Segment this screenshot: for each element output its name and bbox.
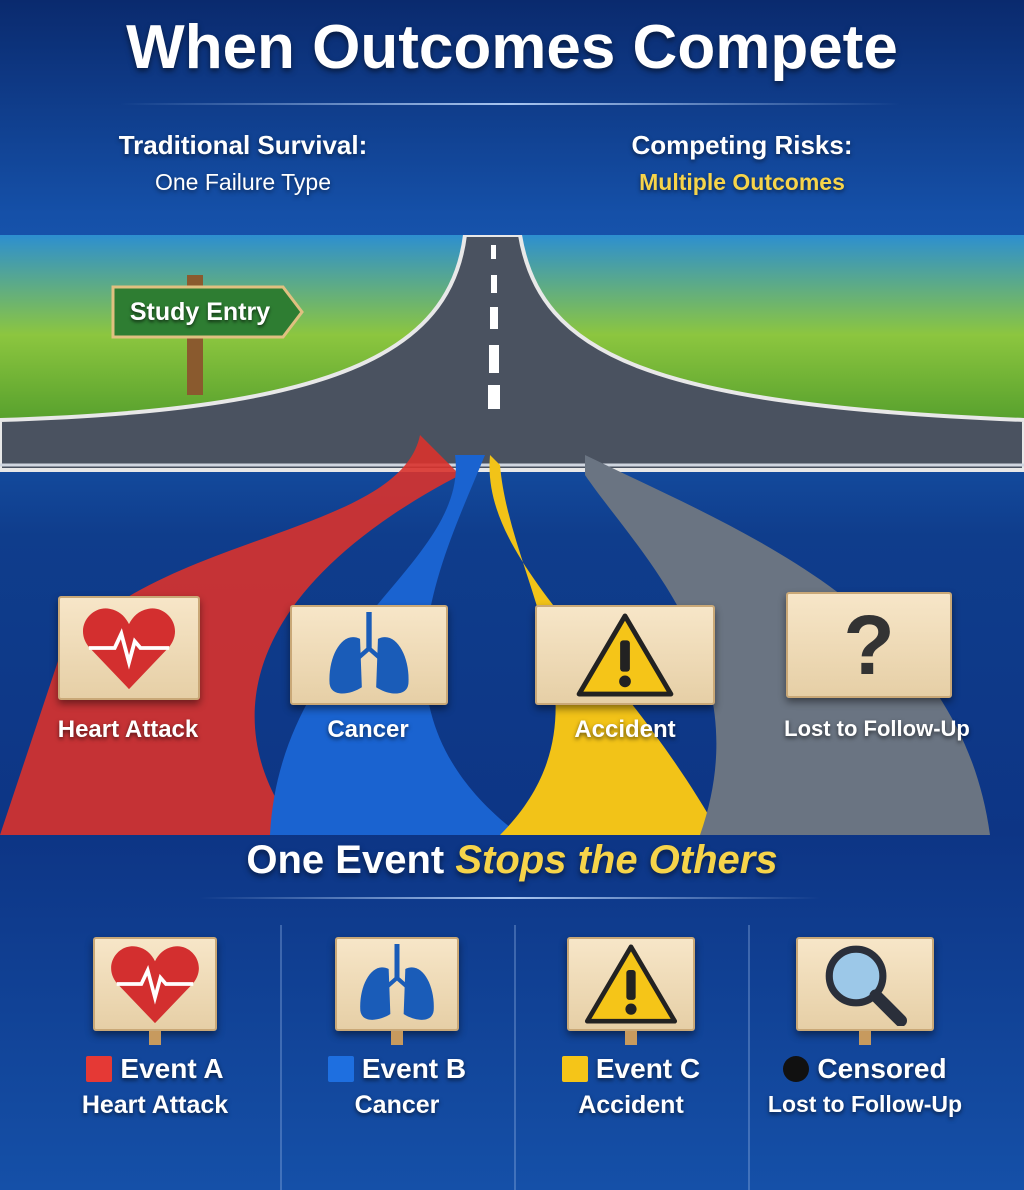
road-sign-label: Heart Attack (57, 716, 199, 743)
road-sign-label: Lost to Follow-Up (784, 716, 970, 741)
event-desc: Cancer (354, 1091, 440, 1119)
warning-icon (535, 605, 715, 705)
competing-risks-caption: Competing Risks: Multiple Outcomes (592, 130, 892, 196)
censored-dot (783, 1056, 810, 1082)
event-name: Event C (595, 1053, 701, 1084)
event-card-a: Event A Heart Attack (38, 925, 272, 1190)
headline-part1: One Event (246, 838, 445, 882)
event-card-censored: Censored Lost to Follow-Up (748, 925, 982, 1190)
headline: One Event Stops the Others (0, 838, 1024, 883)
road-sign-label: Cancer (327, 716, 409, 743)
heart-pulse-icon (93, 937, 217, 1031)
event-card-b: Event B Cancer (280, 925, 514, 1190)
event-desc: Lost to Follow-Up (767, 1091, 963, 1117)
sign-post (859, 1031, 871, 1045)
event-a-swatch (86, 1056, 113, 1082)
road-sign-heart-attack (58, 596, 200, 700)
heart-pulse-icon (58, 596, 200, 700)
column-separator (280, 925, 282, 1190)
event-c-swatch (561, 1056, 588, 1082)
road-sign-accident (535, 605, 715, 705)
warning-icon (567, 937, 695, 1031)
page-title: When Outcomes Compete (126, 13, 898, 82)
lungs-icon (335, 937, 459, 1031)
magnifier-icon (796, 937, 934, 1031)
road-sign-cancer (290, 605, 448, 705)
question-mark-icon: ? (786, 592, 952, 698)
event-name: Event B (361, 1053, 467, 1084)
sign-post (149, 1031, 161, 1045)
caption-heading: Competing Risks: (631, 130, 853, 160)
column-separator (748, 925, 750, 1190)
study-entry-signpost (111, 275, 304, 395)
main-road (0, 235, 1024, 472)
red-path (0, 435, 460, 835)
road-sign-lost-to-follow-up: ? (786, 592, 952, 698)
study-entry-sign-label: Study Entry (129, 298, 271, 326)
event-name: Event A (120, 1053, 224, 1084)
event-desc: Heart Attack (81, 1091, 229, 1119)
road-sign-label: Accident (574, 716, 676, 743)
lungs-icon (290, 605, 448, 705)
divider (200, 897, 820, 899)
headline-part2: Stops the Others (455, 838, 778, 882)
caption-heading: Traditional Survival: (118, 130, 368, 160)
event-desc: Accident (578, 1091, 684, 1119)
divider (120, 103, 900, 105)
sign-post (625, 1031, 637, 1045)
yellow-path (489, 455, 720, 835)
traditional-survival-caption: Traditional Survival: One Failure Type (93, 130, 393, 196)
event-b-swatch (327, 1056, 354, 1082)
lane-markings (488, 245, 500, 409)
caption-text: Multiple Outcomes (639, 169, 845, 195)
sign-post (391, 1031, 403, 1045)
event-name: Censored (817, 1053, 947, 1084)
column-separator (514, 925, 516, 1190)
caption-text: One Failure Type (154, 169, 331, 195)
event-card-c: Event C Accident (514, 925, 748, 1190)
